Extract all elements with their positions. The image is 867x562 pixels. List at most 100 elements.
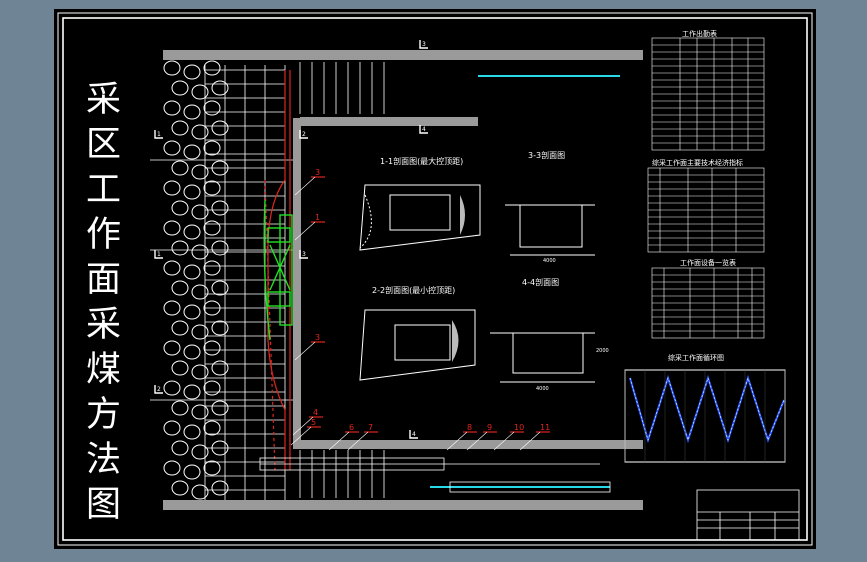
section-mark-label: 3 <box>302 251 306 258</box>
svg-text:采区工作面采煤方法图: 采区工作面采煤方法图 <box>80 80 120 530</box>
cycle-line <box>629 377 785 442</box>
rock-mark <box>163 220 181 236</box>
svg-text:3-3剖面图: 3-3剖面图 <box>528 150 565 160</box>
rock-mark <box>203 140 221 156</box>
rock-mark <box>163 140 181 156</box>
conveyors <box>430 75 620 488</box>
rock-mark <box>203 60 221 76</box>
rock-mark <box>183 304 201 320</box>
rock-mark <box>211 360 229 376</box>
callout-number: 3 <box>315 168 320 177</box>
section-mark <box>419 125 428 134</box>
output-table: 工作出勤表 <box>651 29 765 151</box>
section-4-4: 4-4剖面图 4000 2000 <box>490 277 609 392</box>
callout-leader <box>294 221 316 241</box>
rock-mark <box>171 480 189 496</box>
rock-mark <box>163 180 181 196</box>
outer-border <box>57 12 813 546</box>
rock-mark <box>171 400 189 416</box>
rock-mark <box>171 280 189 296</box>
callout-number: 4 <box>313 408 318 417</box>
callout-number: 8 <box>467 423 472 432</box>
cycle-chart: 综采工作面循环图 <box>624 353 786 463</box>
section-1-1: 1-1剖面图(最大控顶距) <box>359 156 481 251</box>
rock-mark <box>171 160 189 176</box>
roadways <box>163 50 643 510</box>
section-mark-label: 1 <box>157 131 161 138</box>
rock-mark <box>191 124 209 140</box>
rock-mark <box>163 340 181 356</box>
rock-mark <box>163 420 181 436</box>
section-mark <box>409 430 418 439</box>
callout-number: 1 <box>315 213 320 222</box>
rock-mark <box>171 120 189 136</box>
rock-mark <box>211 480 229 496</box>
section-mark <box>299 250 308 259</box>
rock-mark <box>191 164 209 180</box>
rock-mark <box>183 464 201 480</box>
rock-mark <box>203 220 221 236</box>
rock-mark <box>203 100 221 116</box>
svg-text:4000: 4000 <box>536 386 549 392</box>
section-mark-label: 1 <box>157 251 161 258</box>
callout-number: 5 <box>311 418 316 427</box>
shearer <box>263 199 293 341</box>
svg-text:工作面设备一览表: 工作面设备一览表 <box>680 258 736 267</box>
callout-leader <box>446 431 468 451</box>
title-block <box>696 489 800 541</box>
section-mark <box>154 250 163 259</box>
rock-mark <box>203 340 221 356</box>
rock-mark <box>171 360 189 376</box>
section-3-3: 3-3剖面图 4000 <box>505 150 595 264</box>
svg-text:1-1剖面图(最大控顶距): 1-1剖面图(最大控顶距) <box>380 156 463 166</box>
rock-mark <box>211 280 229 296</box>
svg-text:4-4剖面图: 4-4剖面图 <box>522 277 559 287</box>
section-mark <box>154 385 163 394</box>
callout-leader <box>493 431 515 451</box>
tech-index-table: 综采工作面主要技术经济指标 <box>647 158 765 253</box>
rock-mark <box>183 144 201 160</box>
rock-mark <box>191 324 209 340</box>
callout-leader <box>290 426 312 446</box>
rock-mark <box>211 200 229 216</box>
rock-mark <box>203 180 221 196</box>
rock-mark <box>191 484 209 500</box>
callout-number: 3 <box>315 333 320 342</box>
section-mark <box>154 130 163 139</box>
rock-mark <box>191 284 209 300</box>
section-mark-label: 4 <box>412 431 416 438</box>
rock-mark <box>211 320 229 336</box>
svg-text:工作出勤表: 工作出勤表 <box>682 29 717 38</box>
callout-number: 7 <box>368 423 373 432</box>
rock-mark <box>191 84 209 100</box>
callout-leader <box>347 431 369 451</box>
section-mark-label: 2 <box>157 386 161 393</box>
rock-mark <box>211 240 229 256</box>
rock-mark <box>183 344 201 360</box>
rock-mark <box>183 64 201 80</box>
section-2-2: 2-2剖面图(最小控顶距) <box>359 285 476 381</box>
rock-mark <box>183 264 201 280</box>
rock-mark <box>191 404 209 420</box>
section-mark <box>419 40 428 49</box>
rock-mark <box>163 300 181 316</box>
callout-leader <box>519 431 541 451</box>
callout-leader <box>292 416 314 436</box>
callout-leader <box>328 431 350 451</box>
equipment-table: 工作面设备一览表 <box>651 258 765 339</box>
rock-mark <box>163 60 181 76</box>
rock-mark <box>163 380 181 396</box>
rock-mark <box>211 400 229 416</box>
rock-mark <box>171 440 189 456</box>
rock-mark <box>171 200 189 216</box>
rock-mark <box>203 460 221 476</box>
svg-text:4000: 4000 <box>543 258 556 264</box>
callout-number: 9 <box>487 423 492 432</box>
rock-mark <box>163 100 181 116</box>
svg-text:2000: 2000 <box>596 348 609 354</box>
coal-face <box>264 70 291 471</box>
rock-mark <box>203 380 221 396</box>
